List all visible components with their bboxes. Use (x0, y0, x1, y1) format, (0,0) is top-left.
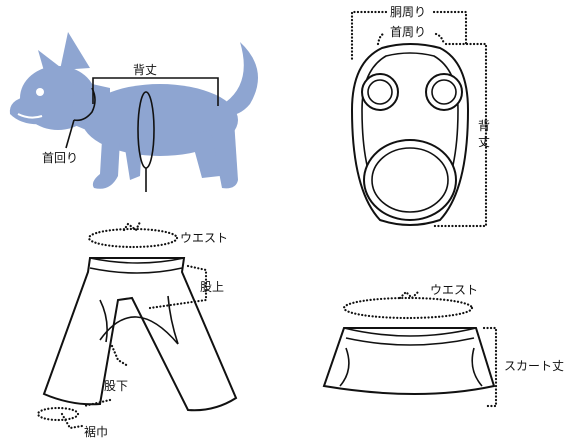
skirt-waist-label: ウエスト (430, 283, 478, 297)
pants-inseam-label: 股下 (104, 379, 128, 393)
pants-body (42, 257, 238, 412)
harness-bottom-opening (363, 139, 457, 221)
skirt-length-label: スカート丈 (504, 359, 564, 373)
dog-back-length-label: 背丈 (133, 63, 157, 77)
harness-neck-guide (376, 32, 446, 46)
skirt-length-guide (482, 326, 498, 408)
harness-neck-label: 首周り (390, 25, 426, 39)
pants-hem-label: 裾巾 (84, 424, 108, 439)
dog-figure: 背丈 首回り (9, 32, 258, 192)
harness-back-length-label-2: 丈 (478, 135, 490, 149)
harness-chest-guide (350, 10, 468, 62)
skirt-waist-guide (342, 296, 474, 320)
pants-rise-label: 股上 (200, 280, 224, 294)
dog-neck-label: 首回り (42, 151, 78, 165)
dog-silhouette (9, 32, 258, 189)
skirt-figure: ウエスト スカート丈 (322, 283, 564, 408)
pants-rise-guide (148, 264, 208, 310)
harness-back-length-guide (432, 42, 488, 228)
pants-inseam-guide (82, 344, 130, 408)
dog-eye-icon (36, 88, 44, 96)
harness-figure: 胴周り 首周り 背 丈 (350, 5, 490, 228)
harness-chest-label: 胴周り (390, 5, 426, 19)
dog-neck-loop (73, 87, 96, 122)
pants-hem-guide (36, 406, 80, 422)
harness-back-length-label-1: 背 (478, 119, 490, 133)
pants-waist-label: ウエスト (180, 231, 228, 245)
pants-waist-guide (87, 227, 179, 249)
skirt-body (322, 327, 496, 395)
pants-figure: ウエスト 股上 股下 裾巾 (36, 220, 238, 439)
